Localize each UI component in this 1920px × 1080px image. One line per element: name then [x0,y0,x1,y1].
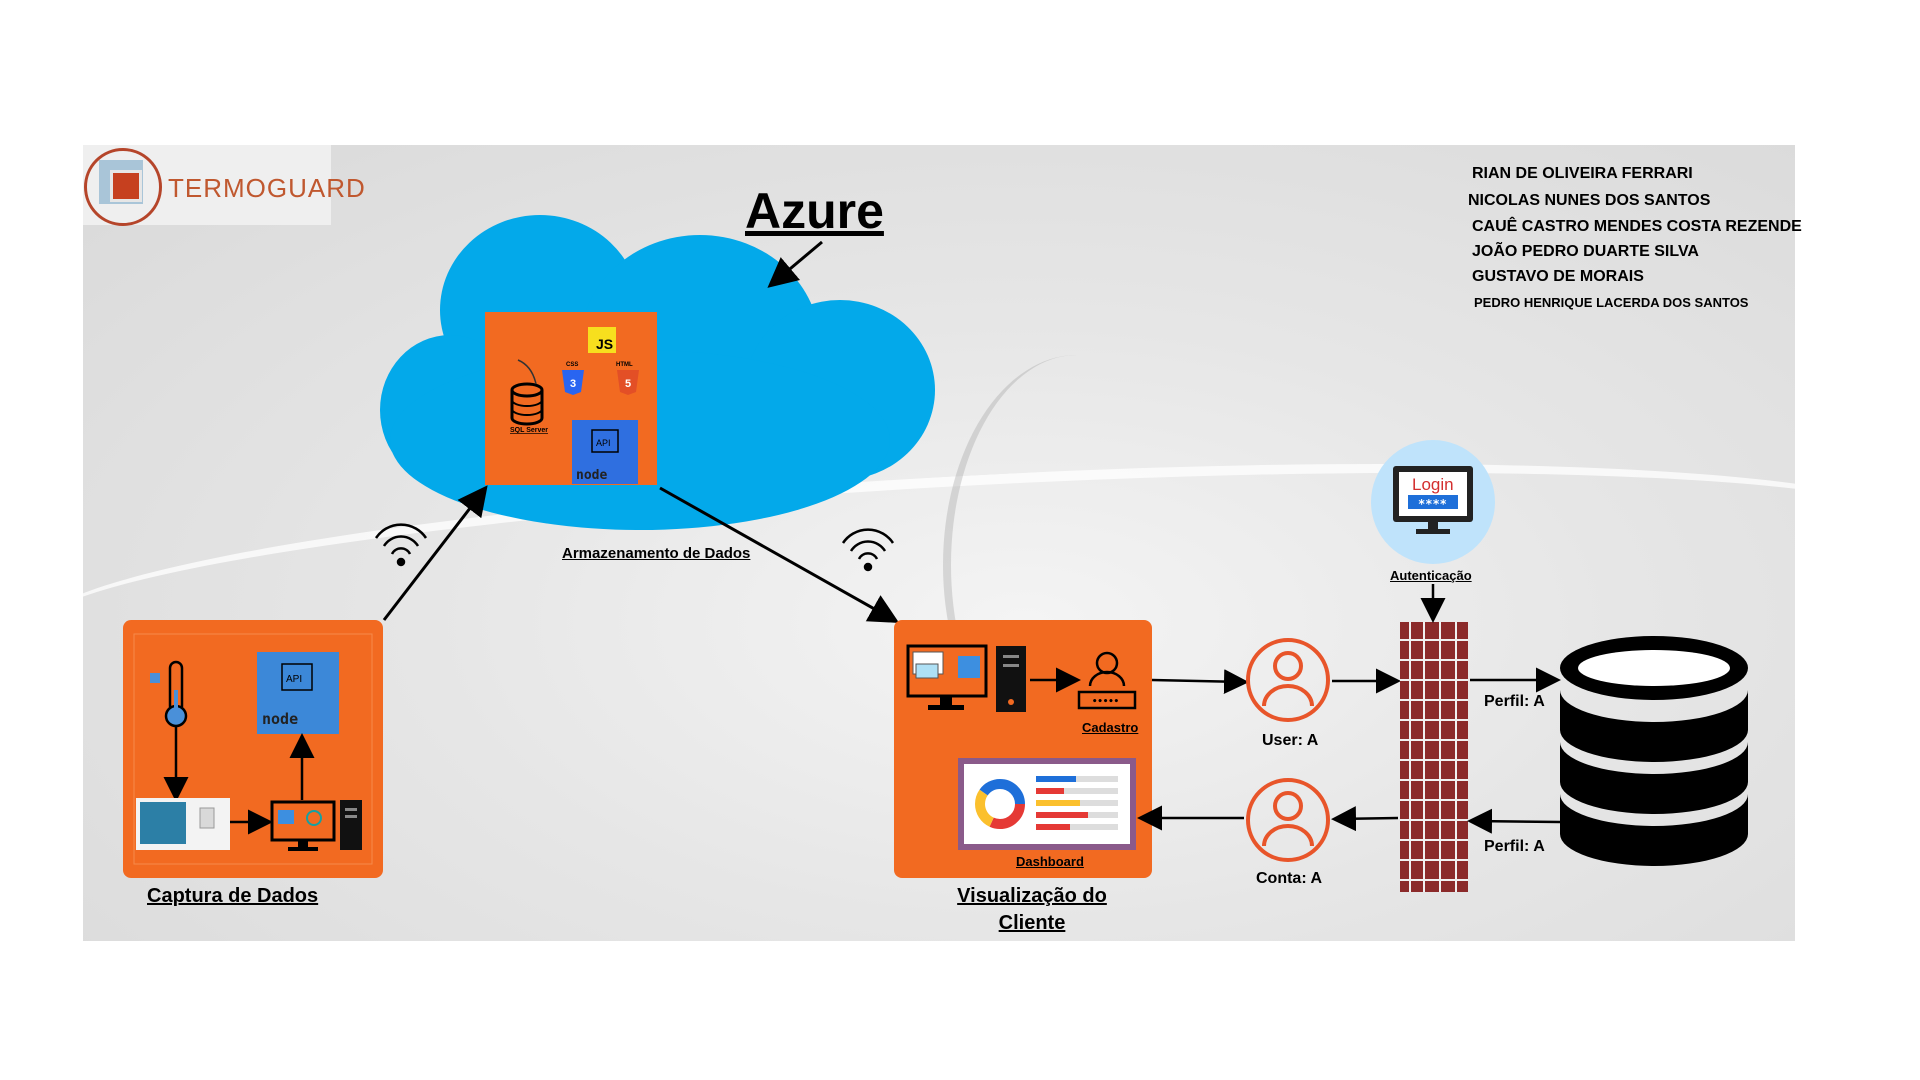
logo-inner-square-icon [110,170,142,202]
brand-name: TERMOGUARD [168,173,366,203]
html-label: HTML [616,362,633,368]
team-member: GUSTAVO DE MORAIS [1472,268,1644,285]
signup-to-user-arrow [1151,669,1249,695]
dashboard-bars-icon [1036,776,1118,830]
capture-api-node-icon [257,652,339,734]
user-label: User: A [1262,732,1319,749]
css-label: CSS [566,362,578,368]
dashboard-donut-icon [975,779,1025,829]
client-computer-icon [906,644,1026,712]
azure-pointer-arrow [767,240,823,288]
firewall-icon [1400,622,1468,892]
js-icon [588,327,616,353]
team-member: JOÃO PEDRO DUARTE SILVA [1472,243,1699,260]
firewall-to-account-arrow [1331,806,1399,832]
svg-text:•••••: ••••• [1092,697,1119,707]
js-label: JS [596,336,613,352]
db-to-firewall-arrow [1467,808,1561,834]
dashboard-label: Dashboard [1016,854,1084,869]
account-a-icon [1246,778,1330,862]
css3-icon [562,370,584,395]
profile-out-label: Perfil: A [1484,838,1545,855]
team-member: RIAN DE OLIVEIRA FERRARI [1472,165,1693,182]
profile-in-label: Perfil: A [1484,693,1545,710]
cloud-to-client-arrow [659,486,900,623]
capture-api-label: API [286,674,302,685]
user-a-icon [1246,638,1330,722]
auth-caption: Autenticação [1390,568,1472,583]
client-caption-line2: Cliente [998,912,1066,934]
team-member: CAUÊ CASTRO MENDES COSTA REZENDE [1472,218,1802,235]
capture-node-label: node [262,710,298,728]
team-member: NICOLAS NUNES DOS SANTOS [1468,192,1711,209]
storage-caption: Armazenamento de Dados [562,545,751,562]
signup-user-icon [1077,651,1137,710]
cloud-title: Azure [745,183,884,239]
client-caption-line1: Visualização do [957,885,1107,907]
html5-icon [617,370,639,395]
password-mask: **** [1418,497,1447,511]
wifi-icon-right [841,528,895,572]
svg-text:3: 3 [570,378,576,390]
login-text: Login [1412,475,1454,494]
login-screen-icon [1393,466,1473,534]
account-label: Conta: A [1256,870,1323,887]
capture-computer-icon [270,800,362,851]
cloud-node-label: node [576,468,607,483]
sql-server-icon [510,359,544,426]
svg-text:5: 5 [625,378,631,390]
capture-to-cloud-arrow [382,485,488,621]
database-icon [1560,636,1748,866]
cloud-shape [380,215,935,530]
thermometer-icon [150,660,188,728]
logo-ring-icon [84,148,162,226]
background-wave-curve [943,355,1211,775]
sql-server-label: SQL Server [510,427,548,434]
team-member: PEDRO HENRIQUE LACERDA DOS SANTOS [1474,295,1749,310]
signup-label: Cadastro [1082,720,1139,735]
capture-caption: Captura de Dados [147,885,319,907]
wifi-icon-left [374,523,428,567]
cloud-api-label: API [596,438,611,448]
